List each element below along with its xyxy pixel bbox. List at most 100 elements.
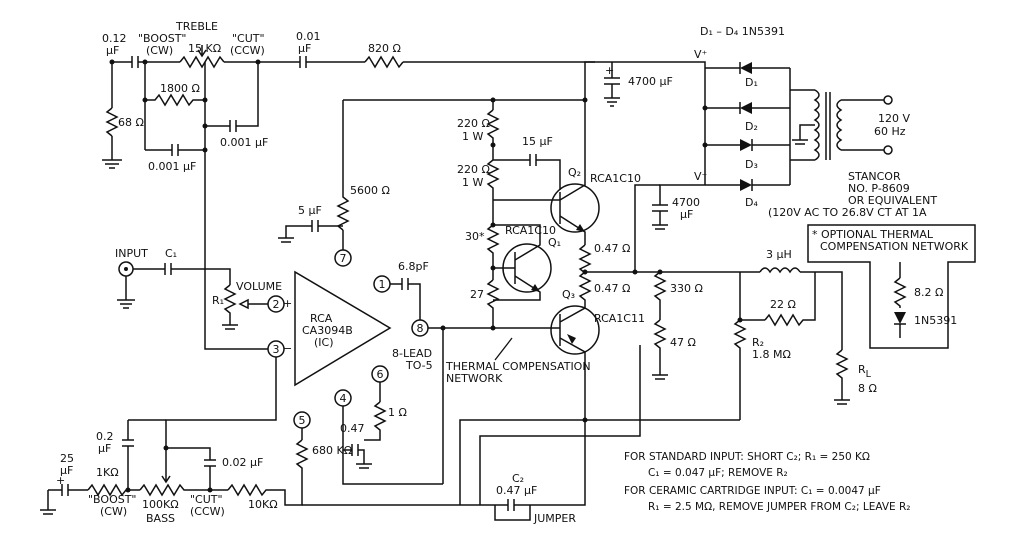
c68pf-label: 6.8pF [398, 260, 429, 273]
q2-transistor-icon [550, 183, 600, 233]
note-line-4: R₁ = 2.5 MΩ, REMOVE JUMPER FROM C₂; LEAV… [648, 501, 911, 513]
opt-r-label: 8.2 Ω [914, 286, 943, 299]
r5600-label: 5600 Ω [350, 184, 390, 197]
treble-network: TREBLE 0.12 μF "BOOST" (CW) 15 KΩ "CUT" … [102, 20, 595, 285]
r10k-label: 10KΩ [248, 498, 278, 511]
svg-text:1: 1 [379, 278, 386, 291]
thermal-network-label-2: NETWORK [446, 372, 503, 385]
c012-label: 0.12 [102, 32, 127, 45]
q1-label: Q₁ [548, 236, 561, 249]
vplus-label: V⁺ [694, 48, 708, 61]
input-label: INPUT [115, 247, 148, 260]
c5uf-label: 5 μF [298, 204, 322, 217]
c002-label: 0.02 μF [222, 456, 263, 469]
c001top-unit: μF [298, 42, 311, 55]
opt-title-1: * OPTIONAL THERMAL [812, 228, 934, 241]
jumper-label: JUMPER [533, 512, 576, 525]
c15uf-label: 15 μF [522, 135, 553, 148]
r680k-label: 680 KΩ [312, 444, 352, 457]
svg-text:4: 4 [340, 392, 347, 405]
c4700b-unit: μF [680, 208, 693, 221]
r1k-label: 1KΩ [96, 466, 119, 479]
ic-part: CA3094B [302, 324, 353, 337]
svg-text:3: 3 [273, 343, 280, 356]
r820-label: 820 Ω [368, 42, 401, 55]
q3-part: RCA1C11 [594, 312, 645, 325]
treble-label: TREBLE [175, 20, 218, 33]
w1b-label: 1 W [462, 176, 483, 189]
c2-val: 0.47 μF [496, 484, 537, 497]
d1-label: D₁ [745, 76, 758, 89]
w1a-label: 1 W [462, 130, 483, 143]
d1d4-label: D₁ – D₄ 1N5391 [700, 25, 785, 38]
l3uh-label: 3 μH [766, 248, 792, 261]
vminus-label: V⁻ [694, 170, 708, 183]
svg-text:5: 5 [299, 414, 306, 427]
bass-cut-label: "CUT" [190, 493, 223, 506]
r2-val: 1.8 MΩ [752, 348, 791, 361]
r220a-label: 220 Ω [457, 117, 490, 130]
ic-plus: + [283, 297, 292, 310]
output-network: 330 Ω 47 Ω 3 μH 22 Ω R₂ 1.8 MΩ RL 8 Ω [582, 248, 877, 423]
c02-label: 0.2 [96, 430, 114, 443]
c0001a-label: 0.001 μF [220, 136, 268, 149]
c02-unit: μF [98, 442, 111, 455]
treble-boost-label: "BOOST" [138, 32, 187, 45]
note-line-2: C₁ = 0.047 μF; REMOVE R₂ [648, 467, 788, 479]
d3-label: D₃ [745, 158, 758, 171]
bass-cw-label: (CW) [100, 505, 127, 518]
r1ohm-label: 1 Ω [388, 406, 407, 419]
r330-label: 330 Ω [670, 282, 703, 295]
stancor-rating: (120V AC TO 26.8V CT AT 1A [768, 206, 927, 219]
c012-unit: μF [106, 44, 119, 57]
q1-part: RCA1C10 [505, 224, 556, 237]
q2-label: Q₂ [568, 166, 581, 179]
ac-terminal-icon [883, 145, 893, 155]
stancor-equiv: OR EQUIVALENT [848, 194, 937, 207]
hz60-label: 60 Hz [874, 125, 906, 138]
r1-label: R₁ [212, 294, 224, 307]
bass-boost-label: "BOOST" [88, 493, 137, 506]
r047a-label: 0.47 Ω [594, 242, 630, 255]
r68-label: 68 Ω [118, 116, 144, 129]
c25-unit: μF [60, 464, 73, 477]
c0001b-label: 0.001 μF [148, 160, 196, 173]
svg-text:6: 6 [377, 368, 384, 381]
c25-plus: + [56, 474, 65, 487]
c25-label: 25 [60, 452, 74, 465]
r22-label: 22 Ω [770, 298, 796, 311]
d4-label: D₄ [745, 196, 758, 209]
eight-lead-label: 8-LEAD [392, 347, 432, 360]
r2-label: R₂ [752, 336, 764, 349]
svg-text:7: 7 [340, 252, 347, 265]
treble-cut-label: "CUT" [232, 32, 265, 45]
c047-label: 0.47 [340, 422, 365, 435]
optional-thermal-network: * OPTIONAL THERMAL COMPENSATION NETWORK … [807, 224, 976, 349]
thermal-network-label: THERMAL COMPENSATION [445, 360, 591, 373]
c001top-label: 0.01 [296, 30, 321, 43]
v120-label: 120 V [878, 112, 910, 125]
treble-ccw-label: (CCW) [230, 44, 265, 57]
ic-section: RCA CA3094B (IC) + − 2 3 7 1 8 6 4 5 INP… [115, 99, 585, 490]
r15k-label: 15 KΩ [188, 42, 221, 55]
bass-network: 0.2 μF 25 μF + 1KΩ 0.02 μF 10KΩ "BOOST" … [40, 345, 641, 525]
r47-label: 47 Ω [670, 336, 696, 349]
c2-label: C₂ [512, 472, 524, 485]
bass-label: BASS [146, 512, 175, 525]
to5-label: TO-5 [405, 359, 433, 372]
ac-terminal-icon [883, 95, 893, 105]
notes: FOR STANDARD INPUT: SHORT C₂; R₁ = 250 K… [624, 451, 911, 513]
r30-label: 30* [465, 230, 485, 243]
r220b-label: 220 Ω [457, 163, 490, 176]
c1-label: C₁ [165, 247, 177, 260]
svg-text:2: 2 [273, 298, 280, 311]
volume-label: VOLUME [236, 280, 282, 293]
ic-tag: (IC) [314, 336, 334, 349]
q3-label: Q₃ [562, 288, 575, 301]
q3-transistor-icon [550, 305, 600, 355]
r1800-label: 1800 Ω [160, 82, 200, 95]
opt-d-label: 1N5391 [914, 314, 957, 327]
stancor-no: NO. P-8609 [848, 182, 910, 195]
bass-ccw-label: (CCW) [190, 505, 225, 518]
